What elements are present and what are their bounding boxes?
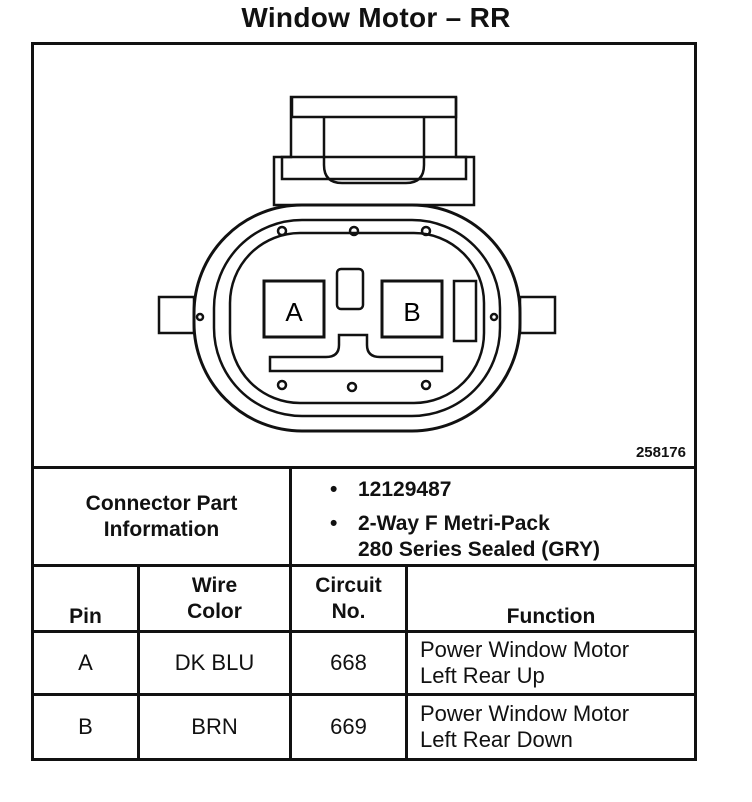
row-a-pin: A (78, 650, 93, 675)
housing-outer (192, 203, 522, 433)
connector-info-label-line2: Information (103, 517, 220, 541)
row-a-function-line2: Left Rear Up (420, 663, 545, 688)
divider-header (34, 630, 694, 633)
bullet-connector-type: • 2-Way F Metri-Pack (330, 511, 600, 537)
header-function: Function (408, 567, 694, 630)
cavity-a (262, 279, 326, 339)
bullet-symbol: • (330, 478, 338, 501)
pin-label-a: A (285, 297, 303, 327)
right-tab (518, 295, 557, 335)
row-a-function: Power Window Motor Left Rear Up (420, 633, 690, 693)
housing-inner (212, 218, 502, 418)
header-wire-color: Wire Color (140, 567, 289, 630)
divider-col-wire (289, 564, 292, 758)
connector-type-line2: 280 Series Sealed (GRY) (358, 538, 601, 561)
divider-info (34, 564, 694, 567)
pin-label-b: B (403, 297, 420, 327)
row-a-function-line1: Power Window Motor (420, 637, 630, 662)
header-pin: Pin (34, 567, 137, 630)
bullet-symbol: • (330, 512, 338, 535)
divider-col-pin (137, 564, 140, 758)
row-b-function: Power Window Motor Left Rear Down (420, 696, 690, 758)
divider-row-a (34, 693, 694, 696)
connector-diagram: A B 258176 (34, 45, 694, 466)
header-wire-line1: Wire (191, 573, 238, 597)
header-wire-line2: Color (187, 599, 242, 623)
cavity-b (380, 279, 444, 339)
row-b-function-line1: Power Window Motor (420, 701, 630, 726)
bullet-part-number: • 12129487 (330, 477, 600, 503)
connector-sheet: A B 258176 Connector Part Information • … (31, 42, 697, 761)
header-pin-text: Pin (69, 605, 102, 628)
header-function-text: Function (506, 605, 596, 628)
divider-col-circuit (405, 564, 408, 758)
connector-info-label-line1: Connector Part (85, 491, 238, 515)
row-a-wire-color: DK BLU (174, 650, 255, 675)
latch-tab (322, 117, 426, 185)
header-circuit: Circuit No. (292, 567, 405, 630)
row-b-function-line2: Left Rear Down (420, 727, 573, 752)
row-a-circuit: 668 (330, 650, 367, 675)
header-circuit-line1: Circuit (315, 573, 382, 597)
divider-diagram (34, 466, 694, 469)
connector-info-label: Connector Part Information (34, 469, 289, 564)
left-tab (157, 295, 196, 335)
divider-info-col (289, 466, 292, 567)
row-b-pin: B (78, 714, 93, 739)
page-title: Window Motor – RR (241, 2, 511, 33)
connector-drawing: A B (157, 95, 557, 433)
row-b-circuit: 669 (330, 714, 367, 739)
connector-type-line1: 2-Way F Metri-Pack (358, 512, 550, 535)
part-number: 12129487 (358, 478, 452, 501)
row-b-wire-color: BRN (191, 714, 238, 739)
latch-body (272, 95, 476, 207)
drawing-number: 258176 (635, 444, 686, 461)
header-circuit-line2: No. (331, 599, 366, 623)
connector-info-details: • 12129487 • 2-Way F Metri-Pack 280 Seri… (330, 477, 600, 563)
